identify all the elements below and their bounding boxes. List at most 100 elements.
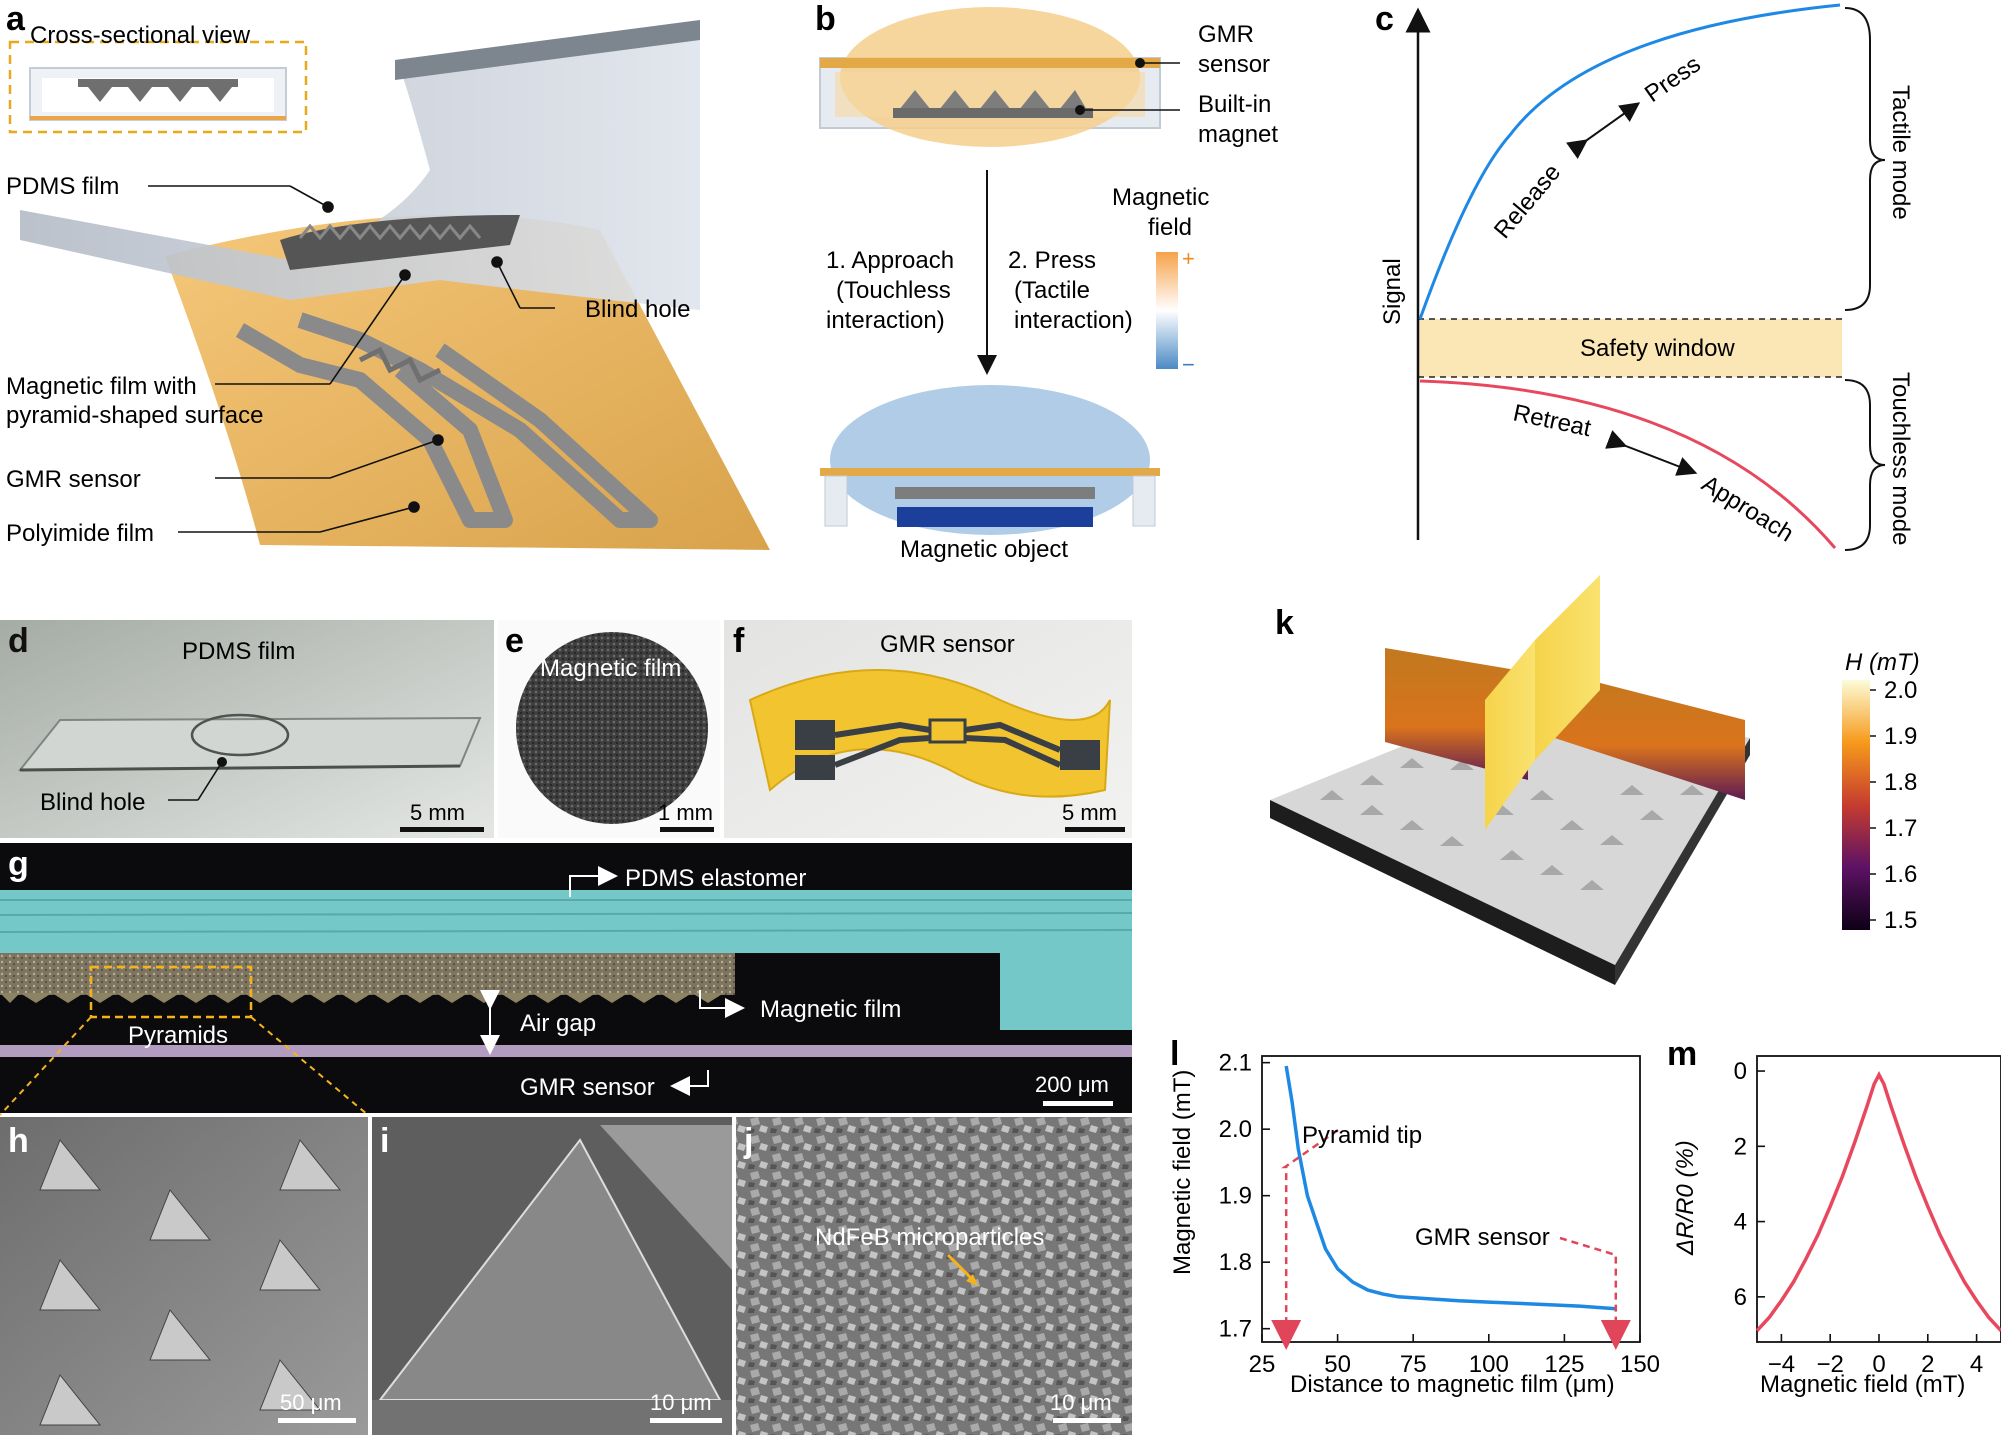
chart-m-xtick-label: −2	[1817, 1351, 1844, 1378]
d-film-edge	[19, 764, 461, 772]
step1-line3: interaction)	[826, 307, 945, 334]
g-magnetic-layer	[0, 953, 735, 995]
safety-window	[1418, 319, 1842, 377]
chart-m-ytick-label: 6	[1734, 1284, 1747, 1311]
f-title: GMR sensor	[880, 631, 1015, 658]
e-magnetic-disk	[516, 632, 708, 824]
chart-l-ytick-label: 2.1	[1219, 1050, 1252, 1077]
step2-line1: 2. Press	[1008, 247, 1096, 274]
panel-letter-k: k	[1275, 604, 1294, 642]
f-pad-left-1	[795, 720, 835, 750]
bottom-magnet	[895, 487, 1095, 499]
g-pdms-label: PDMS elastomer	[625, 865, 806, 892]
l-annot-gmr: GMR sensor	[1415, 1224, 1550, 1251]
h-scalebar	[278, 1418, 356, 1423]
field-plus: +	[1182, 246, 1195, 271]
k-colorbar-tick-label: 1.6	[1884, 861, 1917, 888]
pdms-arrow	[569, 866, 618, 897]
k-substrate-right-side	[1615, 738, 1750, 985]
k-field-plane-cross-2	[1535, 575, 1600, 760]
l-ylabel: Magnetic field (mT)	[1169, 1070, 1196, 1275]
chart-l-xtick-label: 50	[1324, 1351, 1351, 1378]
gmr-arrow	[670, 1070, 709, 1096]
g-scalebar	[1043, 1101, 1113, 1106]
g-scale-label: 200 μm	[1035, 1072, 1109, 1097]
panel-letter-g: g	[8, 845, 29, 883]
label-blind-hole: Blind hole	[585, 296, 690, 323]
inset-polyimide	[30, 116, 286, 120]
b-gmr-1: GMR	[1198, 21, 1254, 48]
chart-m-frame	[1756, 1055, 2001, 1343]
d-scalebar	[400, 827, 484, 832]
step1-line1: 1. Approach	[826, 247, 954, 274]
chart-m-ytick-label: 0	[1734, 1058, 1747, 1085]
panel-letter-m: m	[1667, 1035, 1697, 1073]
panel-a: a Cross-sectional view PDMS film Blind h…	[6, 0, 770, 550]
chart-m-ytick-label: 4	[1734, 1209, 1747, 1236]
g-pdms-texture	[0, 899, 1133, 933]
chart-l-ytick-label: 1.8	[1219, 1249, 1252, 1276]
g-magfilm-label: Magnetic film	[760, 996, 901, 1023]
tactile-brace	[1844, 7, 1886, 311]
field-label-1: Magnetic	[1112, 184, 1209, 211]
label-polyimide-film: Polyimide film	[6, 520, 154, 547]
chart-l-xtick-label: 150	[1620, 1351, 1660, 1378]
d-pdms-film	[17, 716, 482, 772]
e-title: Magnetic film	[540, 655, 681, 682]
d-callout-dot	[217, 757, 227, 767]
step1-line2: (Touchless	[836, 277, 951, 304]
f-pad-left-2	[795, 755, 835, 780]
chart-m-xtick-label: 4	[1970, 1351, 1983, 1378]
k-colorbar-ticks: 2.01.91.81.71.61.5	[1870, 677, 1917, 934]
chart-l-xtick-label: 75	[1400, 1351, 1427, 1378]
label-magnetic-film-2: pyramid-shaped surface	[6, 402, 263, 429]
panel-c: c Safety window Signal Press Release Ret…	[1375, 0, 1914, 551]
k-colorbar-tick-label: 1.5	[1884, 907, 1917, 934]
f-scale-label: 5 mm	[1062, 800, 1117, 825]
panel-letter-j: j	[743, 1122, 753, 1160]
panel-letter-d: d	[8, 622, 29, 660]
chart-l-series-line	[1284, 1065, 1616, 1311]
panel-d: d PDMS film Blind hole 5 mm	[0, 620, 494, 838]
d-title: PDMS film	[182, 638, 295, 665]
approach-label: Approach	[1697, 470, 1798, 547]
panel-a-callouts	[148, 185, 555, 533]
label-gmr-sensor: GMR sensor	[6, 466, 141, 493]
panel-b: b GMR sensor Built-in magnet 1. Approach…	[815, 0, 1278, 563]
magnet-callout-dot	[1075, 105, 1085, 115]
inset-magnet	[78, 79, 238, 87]
h-scale-label: 50 μm	[280, 1390, 342, 1415]
l-gmr-arrow	[1559, 1236, 1631, 1350]
k-colorbar-tick-label: 1.8	[1884, 769, 1917, 796]
g-zoom-line-right	[250, 1016, 369, 1116]
m-xlabel: Magnetic field (mT)	[1760, 1371, 1965, 1398]
g-airgap-label: Air gap	[520, 1010, 596, 1037]
e-scalebar	[660, 827, 714, 832]
panel-h: h 50 μm	[0, 1117, 368, 1435]
top-gmr-layer	[820, 58, 1160, 68]
g-zoom-line-left	[0, 1016, 92, 1116]
pdms-edge	[395, 20, 700, 80]
pdms-film	[20, 20, 700, 310]
bottom-gmr-layer	[820, 468, 1160, 476]
chart-l-frame	[1261, 1055, 1641, 1343]
l-xlabel: Distance to magnetic film (μm)	[1290, 1371, 1615, 1398]
step2-line3: interaction)	[1014, 307, 1133, 334]
l-tip-arrow	[1271, 1128, 1339, 1350]
e-scale-label: 1 mm	[658, 800, 713, 825]
k-substrate-left-side	[1270, 800, 1615, 985]
tactile-curve	[1418, 3, 1841, 320]
d-callout-d	[197, 761, 223, 801]
j-scalebar	[1053, 1418, 1121, 1423]
retreat-label: Retreat	[1511, 399, 1594, 442]
f-pad-right-1	[1060, 740, 1100, 770]
chart-m-xtick-label: 0	[1872, 1351, 1885, 1378]
k-colorbar-tick-label: 2.0	[1884, 677, 1917, 704]
b-gmr-2: sensor	[1198, 51, 1270, 78]
b-magnet-2: magnet	[1198, 121, 1278, 148]
inset-pyramids	[88, 87, 232, 102]
panel-e: e Magnetic film 1 mm	[498, 620, 720, 838]
retreat-approach-arrow	[1605, 430, 1698, 476]
i-substrate	[372, 1400, 732, 1435]
magnetic-object-label: Magnetic object	[900, 536, 1068, 563]
